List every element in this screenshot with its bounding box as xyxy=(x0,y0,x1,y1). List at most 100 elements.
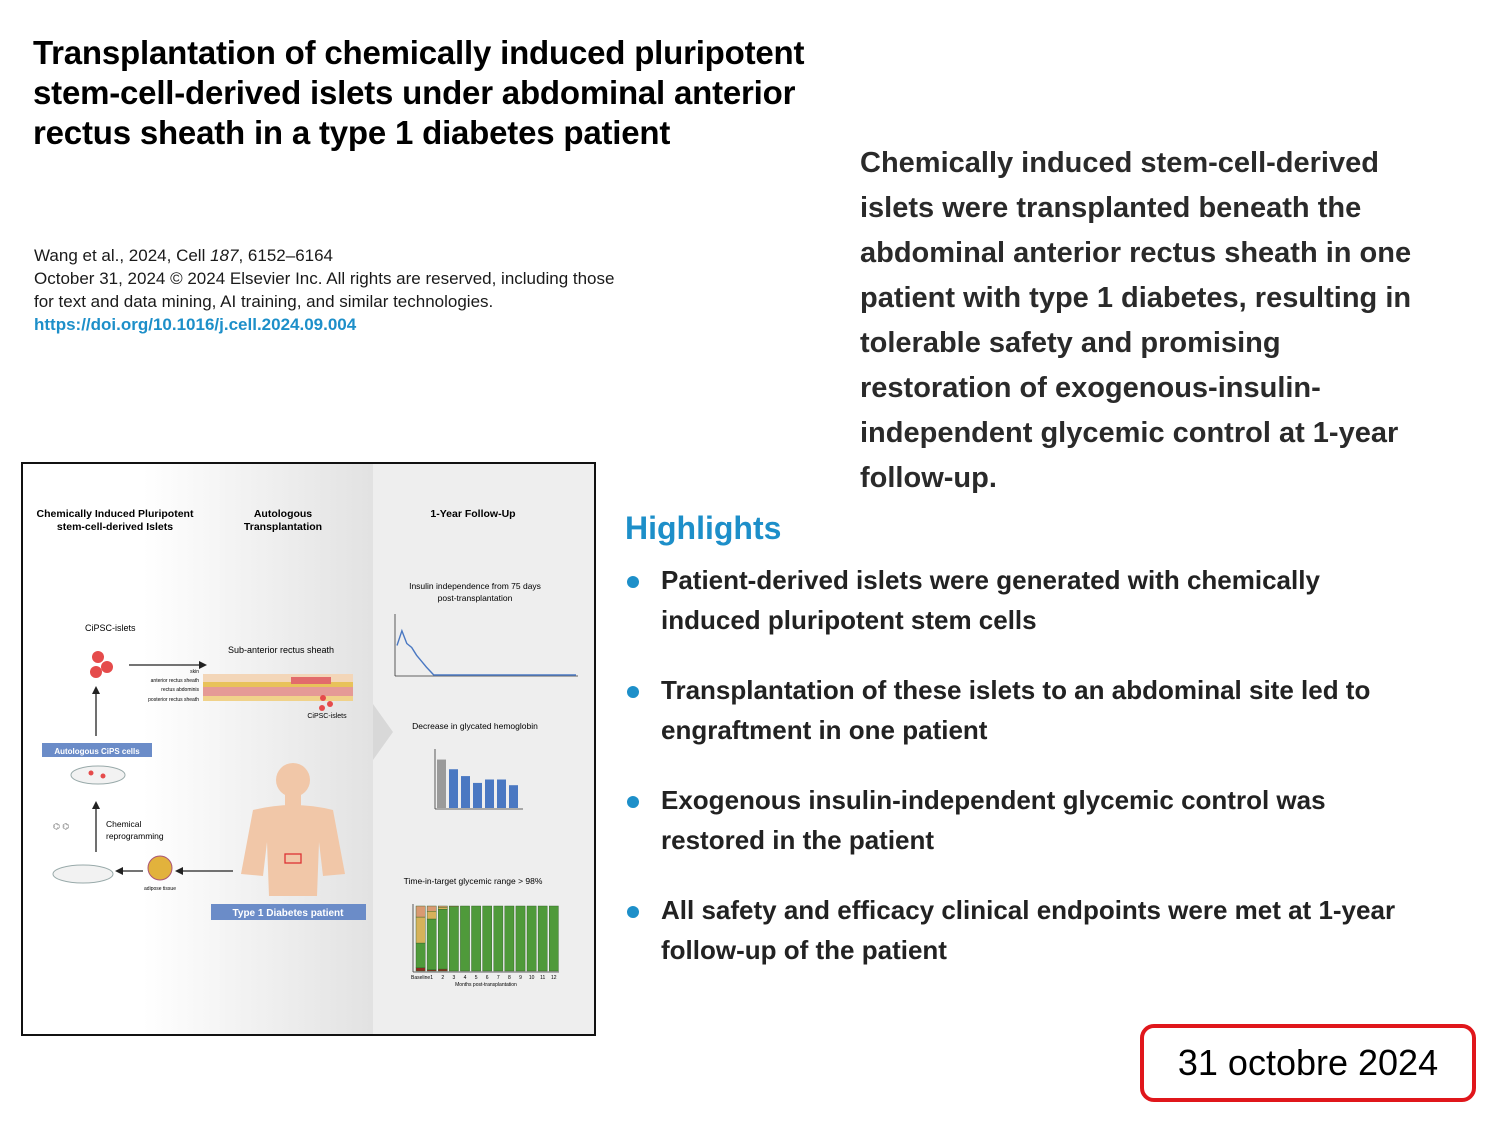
adipose-tissue-icon xyxy=(147,855,173,881)
tir-bar-segment xyxy=(415,942,426,968)
tir-bar-segment xyxy=(504,905,515,972)
cell-icon xyxy=(88,770,94,776)
layer-label: posterior rectus sheath xyxy=(148,697,199,703)
tir-tick-label: 5 xyxy=(475,975,478,981)
highlight-line: Transplantation of these islets to an ab… xyxy=(661,675,1371,705)
islets-label: CiPSC-islets xyxy=(307,713,347,720)
petri-dish-icon xyxy=(52,864,114,884)
hba1c-bar xyxy=(485,779,494,808)
hba1c-bar xyxy=(473,782,482,808)
tir-bar-segment xyxy=(482,905,493,972)
sub-anterior-label: Sub-anterior rectus sheath xyxy=(228,645,334,655)
insulin-series-line xyxy=(396,628,576,676)
tir-bar-segment xyxy=(449,906,459,972)
tir-bar-segment xyxy=(526,905,537,972)
graft-site xyxy=(291,677,331,684)
highlight-line: induced pluripotent stem cells xyxy=(661,605,1037,635)
left-panel-shade xyxy=(143,464,373,1034)
islets-label: CiPSC-islets xyxy=(85,623,136,633)
cells-badge-label: Autologous CiPS cells xyxy=(54,747,140,756)
highlight-line: restored in the patient xyxy=(661,825,935,855)
insulin-line-chart xyxy=(396,628,576,676)
hba1c-bar xyxy=(449,769,458,808)
hba1c-bar xyxy=(437,759,446,808)
summary-line: Chemically induced stem-cell-derived xyxy=(860,147,1379,179)
arrow-head-icon xyxy=(115,867,123,875)
panel3-title: Time-in-target glycemic range > 98% xyxy=(404,876,543,886)
article-title: Transplantation of chemically induced pl… xyxy=(33,33,953,153)
highlight-line: follow-up of the patient xyxy=(661,935,947,965)
summary-line: patient with type 1 diabetes, resulting … xyxy=(860,282,1412,314)
tir-bar-segment xyxy=(426,911,437,920)
summary-line: follow-up. xyxy=(860,462,997,494)
tir-tick-label: 6 xyxy=(486,975,489,981)
tir-tick-label: 3 xyxy=(453,975,456,981)
islet-icon xyxy=(101,661,113,673)
tir-bar-segment xyxy=(537,905,548,972)
hba1c-bar xyxy=(461,776,470,808)
patient-body-icon xyxy=(241,763,345,896)
tir-tick-label: 9 xyxy=(519,975,522,981)
tir-bar-segment xyxy=(415,916,426,944)
arrow-head-icon xyxy=(199,661,207,669)
bullet-icon xyxy=(627,796,639,808)
molecule-icon: ⌬ ⌬ xyxy=(53,822,69,831)
rectus-layer xyxy=(203,687,353,696)
summary-line: restoration of exogenous-insulin- xyxy=(860,372,1321,404)
highlights-heading: Highlights xyxy=(625,510,782,546)
title-line: Transplantation of chemically induced pl… xyxy=(33,34,805,71)
highlight-line: Exogenous insulin-independent glycemic c… xyxy=(661,785,1326,815)
tir-bar-segment xyxy=(549,905,559,972)
highlights-list: Patient-derived islets were generated wi… xyxy=(625,560,1485,1000)
tir-bar-segment xyxy=(426,905,437,912)
date-badge: 31 octobre 2024 xyxy=(1140,1024,1476,1102)
citation-reference: Wang et al., 2024, Cell 187, 6152–6164 xyxy=(34,244,754,267)
summary-line: independent glycemic control at 1-year xyxy=(860,417,1399,449)
islet-icon xyxy=(92,651,104,663)
summary-line: tolerable safety and promising xyxy=(860,327,1281,359)
posterior-sheath-layer xyxy=(203,696,353,701)
copyright-line: October 31, 2024 © 2024 Elsevier Inc. Al… xyxy=(34,269,615,288)
islet-icon xyxy=(327,701,333,707)
cell-icon xyxy=(100,773,106,779)
col2-heading: Transplantation xyxy=(244,521,322,533)
tir-tick-label: 1 xyxy=(430,975,433,981)
citation-pages: , 6152–6164 xyxy=(238,246,334,265)
tir-tick-label: 11 xyxy=(540,975,545,981)
skin-layer xyxy=(203,674,353,682)
tir-tick-label: 4 xyxy=(464,975,467,981)
panel3-xlabel: Months post-transplantation xyxy=(455,982,517,988)
highlight-item: Exogenous insulin-independent glycemic c… xyxy=(625,780,1485,890)
citation-volume: 187 xyxy=(210,246,239,265)
transition-arrow xyxy=(373,704,393,760)
doi-link[interactable]: https://doi.org/10.1016/j.cell.2024.09.0… xyxy=(34,315,357,334)
graphical-abstract: Chemically Induced Pluripotent stem-cell… xyxy=(21,462,596,1036)
tir-tick-label: 2 xyxy=(441,975,444,981)
tir-bar-segment xyxy=(426,918,437,970)
col3-heading: 1-Year Follow-Up xyxy=(430,508,515,520)
highlight-line: Patient-derived islets were generated wi… xyxy=(661,565,1320,595)
panel1-title: Insulin independence from 75 days xyxy=(409,581,541,591)
hba1c-bar xyxy=(509,785,518,808)
petri-dish-icon xyxy=(70,765,126,785)
highlight-line: engraftment in one patient xyxy=(661,715,988,745)
title-line: stem-cell-derived islets under abdominal… xyxy=(33,74,796,111)
cells-badge xyxy=(42,743,152,757)
graft-location-box xyxy=(284,853,302,864)
tir-bar-segment xyxy=(438,909,448,970)
bullet-icon xyxy=(627,906,639,918)
arrow-head-icon xyxy=(175,867,183,875)
layer-label: rectus abdominis xyxy=(161,687,199,693)
tir-bar-segment xyxy=(438,907,448,910)
layer-label: anterior rectus sheath xyxy=(151,678,200,684)
panel1-title: post-transplantation xyxy=(438,593,513,603)
chemical-label: reprogramming xyxy=(106,831,164,841)
tir-bar-segment xyxy=(438,968,448,972)
summary-line: islets were transplanted beneath the xyxy=(860,192,1362,224)
tir-tick-label: 7 xyxy=(497,975,500,981)
title-line: rectus sheath in a type 1 diabetes patie… xyxy=(33,114,671,151)
tir-bar-segment xyxy=(438,905,448,908)
arrow-head-icon xyxy=(92,686,100,694)
tir-bar-segment xyxy=(415,967,426,972)
tir-tick-label: Baseline xyxy=(411,975,430,981)
